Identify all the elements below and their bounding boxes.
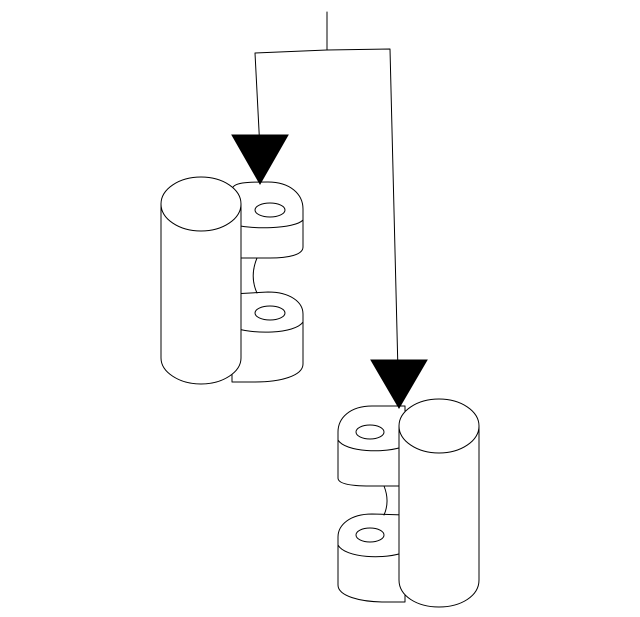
arrowhead-right — [370, 359, 428, 409]
knuckle-web — [252, 257, 258, 294]
leader-left-branch — [254, 49, 328, 151]
pin-cylinder-top — [160, 176, 242, 232]
leader-lines — [254, 11, 399, 373]
knuckle-upper — [231, 181, 304, 259]
knuckle-lower — [337, 513, 406, 603]
callout-arrows — [231, 134, 428, 409]
leader-right-branch — [326, 48, 399, 373]
knuckle-lower-hole — [254, 305, 286, 321]
knuckle-lower-hole — [355, 527, 385, 543]
pin-cylinder — [398, 425, 480, 608]
knuckle-web — [383, 485, 388, 516]
knuckle-upper-hole — [355, 424, 385, 440]
knuckle-upper-hole — [254, 202, 286, 218]
pin-cylinder — [160, 203, 242, 385]
pin-cylinder-top — [398, 398, 480, 454]
hinge-part-left — [160, 176, 304, 385]
knuckle-upper — [337, 405, 406, 487]
arrowhead-left — [231, 134, 289, 186]
hinge-part-right — [337, 398, 480, 608]
knuckle-lower — [231, 291, 304, 383]
